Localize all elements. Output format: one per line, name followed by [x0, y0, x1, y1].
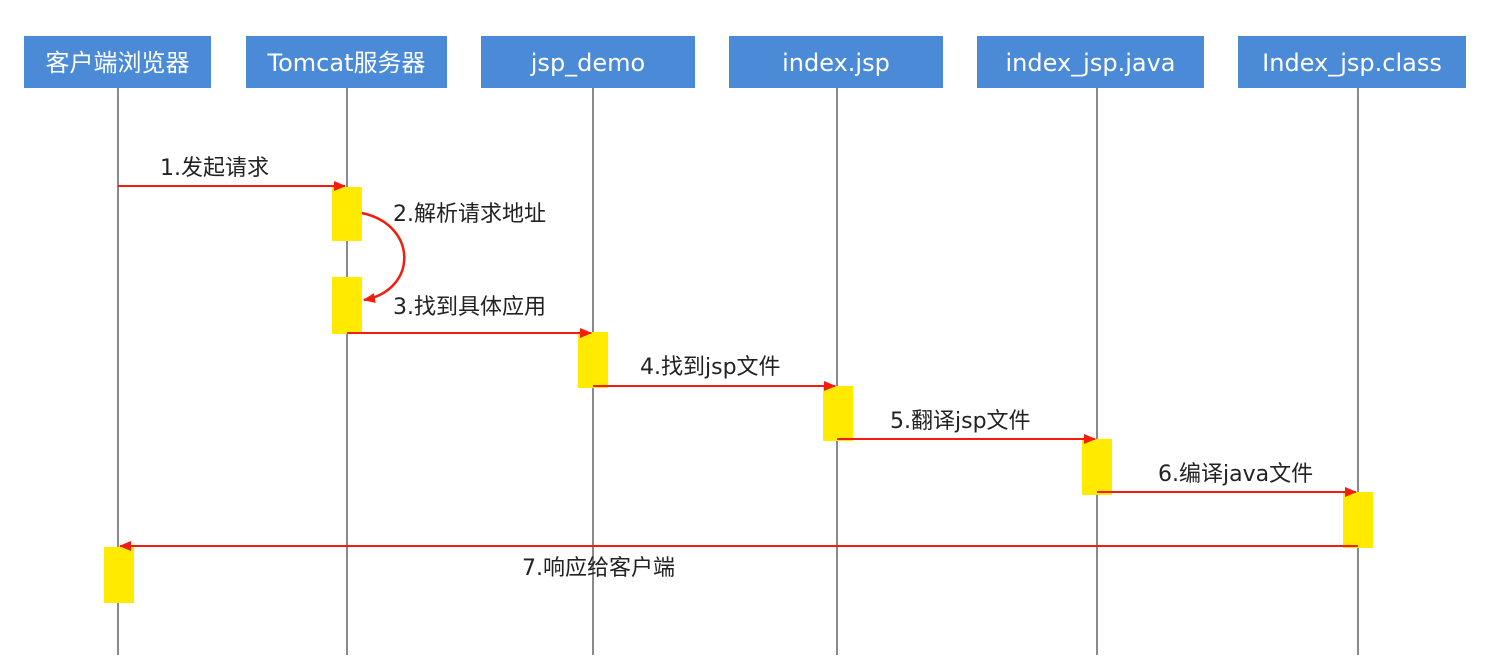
message-arrow-2 [361, 211, 406, 303]
actor-box-tomcat [246, 36, 447, 88]
actor-box-browser [24, 36, 211, 88]
message-label-2: 2.解析请求地址 [393, 202, 546, 227]
actor-box-index-jsp [729, 36, 943, 88]
actor-label-index-jsp-java: index_jsp.java [1006, 49, 1176, 77]
actor-box-index-jsp-class [1238, 36, 1466, 88]
actor-label-index-jsp: index.jsp [782, 49, 890, 77]
activation-tomcat-1 [332, 187, 362, 241]
actor-index-jsp: index.jsp [729, 36, 943, 88]
message-label-5: 5.翻译jsp文件 [890, 409, 1031, 434]
actor-index-jsp-class: Index_jsp.class [1238, 36, 1466, 88]
activation-index-jsp-java [1082, 439, 1112, 495]
message-label-3: 3.找到具体应用 [393, 295, 546, 320]
actor-label-browser: 客户端浏览器 [46, 49, 190, 77]
activations [104, 187, 1373, 603]
message-label-6: 6.编译java文件 [1158, 462, 1313, 487]
message-label-7: 7.响应给客户端 [522, 556, 675, 581]
actor-browser: 客户端浏览器 [24, 36, 211, 88]
activation-browser [104, 547, 134, 603]
message-label-4: 4.找到jsp文件 [640, 355, 781, 380]
actor-jsp-demo: jsp_demo [481, 36, 695, 88]
actor-tomcat: Tomcat服务器 [246, 36, 447, 88]
actor-box-index-jsp-java [977, 36, 1204, 88]
actor-label-index-jsp-class: Index_jsp.class [1262, 49, 1442, 77]
activation-index-jsp [823, 386, 853, 441]
message-labels: 1.发起请求 2.解析请求地址 3.找到具体应用 4.找到jsp文件 5.翻译j… [160, 156, 1313, 581]
activation-tomcat-2 [332, 277, 362, 334]
actor-label-jsp-demo: jsp_demo [530, 49, 645, 77]
activation-index-jsp-class [1343, 492, 1373, 548]
message-label-1: 1.发起请求 [160, 156, 269, 181]
actor-box-jsp-demo [481, 36, 695, 88]
actor-label-tomcat: Tomcat服务器 [267, 49, 426, 77]
activation-jsp-demo [578, 332, 608, 388]
messages [118, 181, 1358, 551]
actor-index-jsp-java: index_jsp.java [977, 36, 1204, 88]
